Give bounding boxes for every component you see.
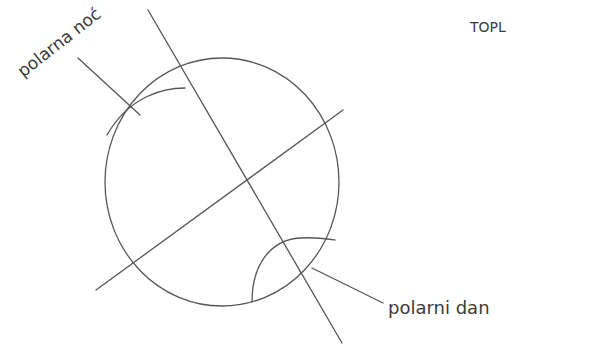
- leader-line: [312, 268, 383, 303]
- earth-axis: [148, 10, 342, 343]
- leader-line: [78, 58, 140, 115]
- title-fragment: TOPL: [470, 20, 506, 35]
- region-label: polarna noć: [14, 4, 104, 80]
- terminator-line: [96, 110, 343, 290]
- polar-day-cap: [252, 238, 335, 302]
- earth-circle: [105, 58, 339, 306]
- region-label: polarni dan: [388, 298, 490, 318]
